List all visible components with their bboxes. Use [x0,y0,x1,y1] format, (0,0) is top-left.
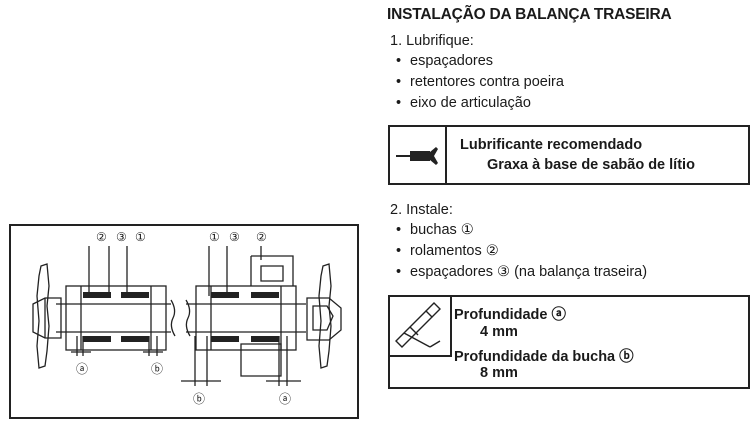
step1-item: •eixo de articulação [396,95,531,111]
grease-gun-icon [390,127,447,183]
step2-item: •buchas ① [396,222,474,238]
step2-item: •rolamentos ② [396,243,499,259]
swingarm-cross-section-diagram: ② ③ ① ① ③ ② ⓐ ⓑ ⓑ ⓐ [9,224,359,419]
step2-item-text: buchas ① [410,222,474,238]
callout-depth-a-left: ⓐ [76,362,89,376]
callout-top-right-1: ① [209,230,220,244]
callout-top-left-2: ③ [116,230,127,244]
step1-item: •espaçadores [396,53,494,69]
callout-depth-b-left: ⓑ [151,362,164,376]
lubricant-value: Graxa à base de sabão de lítio [487,157,695,173]
bush-depth-label: Profundidade da bucha ⓑ [454,349,634,365]
bush-depth-value: 8 mm [480,365,518,381]
recommended-lubricant-box: Lubrificante recomendado Graxa à base de… [388,125,750,185]
step1-item-text: espaçadores [410,53,494,69]
depth-spec-box: Profundidade ⓐ 4 mm Profundidade da buch… [388,295,750,389]
callout-top-right-3: ② [256,230,267,244]
callout-top-left-1: ② [96,230,107,244]
caliper-icon [390,297,452,357]
callout-top-left-3: ① [135,230,146,244]
callout-depth-a-right: ⓐ [279,392,292,406]
step2-item-text: rolamentos ② [410,243,499,259]
depth-label: Profundidade ⓐ [454,307,566,323]
section-title: INSTALAÇÃO DA BALANÇA TRASEIRA [387,6,672,23]
callout-top-right-2: ③ [229,230,240,244]
diagram-drawing [32,246,342,386]
callout-depth-b-right: ⓑ [193,392,206,406]
step1-item-text: eixo de articulação [410,95,531,111]
step2-item-text: espaçadores ③ (na balança traseira) [410,264,648,280]
step1-item: •retentores contra poeira [396,74,564,90]
step2-item: •espaçadores ③ (na balança traseira) [396,264,648,280]
lubricant-heading: Lubrificante recomendado [460,137,643,153]
step1-item-text: retentores contra poeira [410,74,564,90]
depth-value: 4 mm [480,324,518,340]
step2-label: 2. Instale: [390,202,453,218]
step1-label: 1. Lubrifique: [390,33,474,49]
